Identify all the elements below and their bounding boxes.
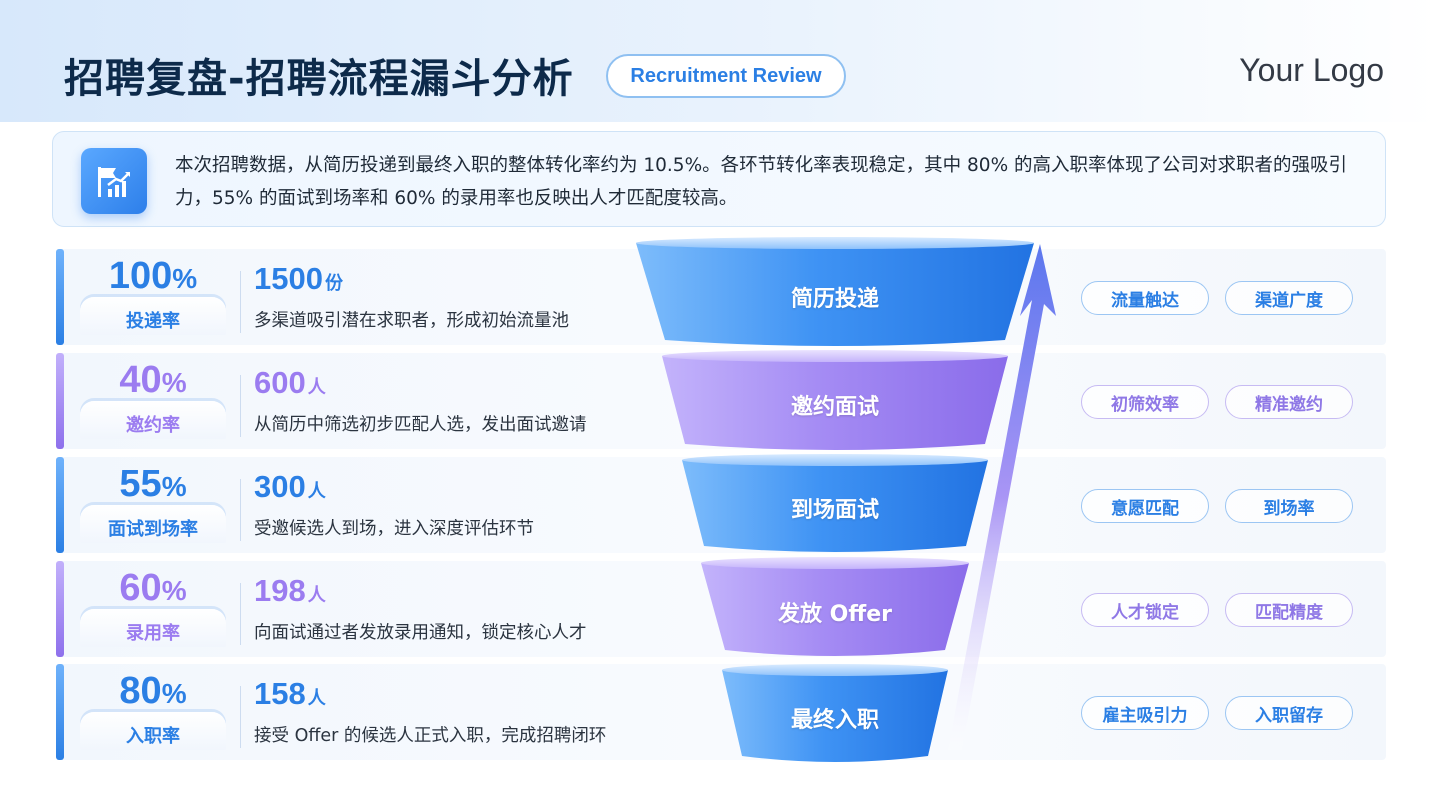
funnel-stage-label: 最终入职 bbox=[790, 708, 879, 733]
stage-tag: 精准邀约 bbox=[1225, 385, 1353, 419]
stage-description: 从简历中筛选初步匹配人选，发出面试邀请 bbox=[254, 415, 587, 435]
count-number: 198 bbox=[254, 573, 306, 608]
stage-tag: 渠道广度 bbox=[1225, 281, 1353, 315]
count-unit: 人 bbox=[307, 481, 326, 502]
divider bbox=[240, 271, 241, 333]
rate-number: 60 bbox=[119, 567, 162, 609]
count-number: 600 bbox=[254, 365, 306, 400]
rate-plate bbox=[80, 609, 226, 647]
rate-plate bbox=[80, 712, 226, 750]
count-number: 1500 bbox=[254, 261, 323, 296]
rate-unit: % bbox=[161, 575, 187, 606]
subtitle-pill: Recruitment Review bbox=[606, 54, 846, 98]
funnel-stage-label: 简历投递 bbox=[790, 286, 879, 312]
stage-tag: 人才锁定 bbox=[1081, 593, 1209, 627]
stage-tag: 初筛效率 bbox=[1081, 385, 1209, 419]
count-number: 300 bbox=[254, 469, 306, 504]
page-title: 招聘复盘-招聘流程漏斗分析 bbox=[64, 56, 574, 102]
row-accent-bar bbox=[56, 664, 64, 760]
rate-label: 邀约率 bbox=[126, 415, 180, 436]
rate-plate bbox=[80, 505, 226, 543]
logo: Your Logo bbox=[1239, 52, 1384, 88]
rate-label: 面试到场率 bbox=[108, 519, 198, 540]
rate-unit: % bbox=[161, 678, 187, 709]
divider bbox=[240, 583, 241, 645]
funnel-stage-label: 到场面试 bbox=[790, 498, 879, 523]
stage-tag: 入职留存 bbox=[1225, 696, 1353, 730]
rate-value: 55% bbox=[88, 463, 218, 506]
stage-tag: 匹配精度 bbox=[1225, 593, 1353, 627]
rate-number: 100 bbox=[108, 255, 173, 297]
rate-unit: % bbox=[172, 263, 198, 294]
rate-value: 60% bbox=[88, 567, 218, 610]
rate-plate bbox=[80, 297, 226, 335]
funnel-stage-label: 发放 Offer bbox=[778, 601, 892, 627]
rate-number: 40 bbox=[119, 359, 162, 401]
count-unit: 人 bbox=[307, 688, 326, 709]
funnel-stage-label: 邀约面试 bbox=[790, 395, 879, 420]
stage-tag: 到场率 bbox=[1225, 489, 1353, 523]
summary-text: 本次招聘数据，从简历投递到最终入职的整体转化率约为 10.5%。各环节转化率表现… bbox=[175, 155, 1348, 209]
row-accent-bar bbox=[56, 457, 64, 553]
stage-tag: 雇主吸引力 bbox=[1081, 696, 1209, 730]
stage-description: 受邀候选人到场，进入深度评估环节 bbox=[254, 519, 534, 539]
count-unit: 人 bbox=[307, 377, 326, 398]
rate-label: 录用率 bbox=[126, 623, 180, 644]
stage-description: 多渠道吸引潜在求职者，形成初始流量池 bbox=[254, 311, 569, 331]
rate-unit: % bbox=[161, 471, 187, 502]
stage-tag: 意愿匹配 bbox=[1081, 489, 1209, 523]
rate-label: 投递率 bbox=[126, 311, 180, 332]
divider bbox=[240, 686, 241, 748]
row-accent-bar bbox=[56, 249, 64, 345]
divider bbox=[240, 375, 241, 437]
rate-plate bbox=[80, 401, 226, 439]
divider bbox=[240, 479, 241, 541]
rate-label: 入职率 bbox=[126, 726, 180, 747]
row-accent-bar bbox=[56, 353, 64, 449]
summary-box: 本次招聘数据，从简历投递到最终入职的整体转化率约为 10.5%。各环节转化率表现… bbox=[52, 131, 1386, 227]
row-accent-bar bbox=[56, 561, 64, 657]
funnel-layer-top bbox=[636, 237, 1034, 249]
rate-value: 40% bbox=[88, 359, 218, 402]
rate-unit: % bbox=[161, 367, 187, 398]
rate-number: 55 bbox=[119, 463, 162, 505]
count-number: 158 bbox=[254, 676, 306, 711]
chart-flag-icon bbox=[81, 148, 147, 214]
rate-value: 100% bbox=[88, 255, 218, 298]
stage-description: 接受 Offer 的候选人正式入职，完成招聘闭环 bbox=[254, 726, 607, 746]
stage-tag: 流量触达 bbox=[1081, 281, 1209, 315]
stage-description: 向面试通过者发放录用通知，锁定核心人才 bbox=[254, 623, 587, 643]
rate-number: 80 bbox=[119, 670, 162, 712]
count-unit: 份 bbox=[324, 273, 343, 294]
count-unit: 人 bbox=[307, 585, 326, 606]
rate-value: 80% bbox=[88, 670, 218, 713]
